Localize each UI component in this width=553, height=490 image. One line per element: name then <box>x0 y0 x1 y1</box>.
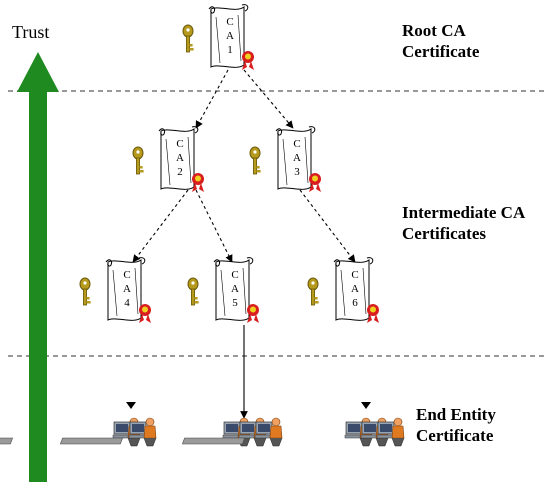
certificate-label-char: C <box>176 138 183 150</box>
seal-icon <box>192 173 204 192</box>
seal-icon <box>309 173 321 192</box>
key-icon <box>187 277 200 306</box>
tier-label-intermediate-line1: Intermediate CA <box>402 203 526 222</box>
cert-ca3: CA 3 <box>249 126 321 192</box>
person-icon <box>143 417 157 447</box>
certificate-label-char: 4 <box>124 297 130 309</box>
certificate-label-char: 3 <box>294 166 300 178</box>
chain-arrow-2 <box>243 69 294 129</box>
trust-label: Trust <box>12 22 50 42</box>
tier-label-root-line1: Root CA <box>402 21 466 40</box>
chain-arrow-4 <box>195 189 233 263</box>
trust-arrow-head <box>17 52 59 92</box>
person-icon <box>391 417 405 447</box>
certificate-label-char: C <box>231 269 238 281</box>
desk <box>181 437 245 445</box>
pointer-triangle <box>126 402 136 409</box>
cert-root: CA 1 <box>182 4 254 70</box>
certificate-label-char: 6 <box>352 297 358 309</box>
certificate-label-char: C <box>226 16 233 28</box>
cert-ca6: CA 6 <box>307 257 379 323</box>
key-icon <box>79 277 92 306</box>
seal-icon <box>139 304 151 323</box>
certificate-label-char: A <box>176 152 184 164</box>
certificate-label-char: 2 <box>177 166 183 178</box>
tier-label-intermediate: Intermediate CA Certificates <box>402 202 525 244</box>
trust-arrow-shaft <box>29 90 47 482</box>
tier-label-end-entity-line1: End Entity <box>416 405 496 424</box>
seal-icon <box>247 304 259 323</box>
seal-icon <box>242 51 254 70</box>
desk <box>59 437 123 445</box>
end-entity-1 <box>0 402 157 447</box>
certificate-label-char: 5 <box>232 297 238 309</box>
key-icon <box>307 277 320 306</box>
seal-icon <box>367 304 379 323</box>
certificate-label-char: 1 <box>227 44 233 56</box>
certificate-label-char: C <box>123 269 130 281</box>
tier-label-end-entity-line2: Certificate <box>416 426 494 445</box>
key-icon <box>249 146 262 175</box>
certificate-label-char: C <box>351 269 358 281</box>
certificate-label-char: A <box>231 283 239 295</box>
tier-label-root: Root CA Certificate <box>402 20 479 62</box>
tier-label-end-entity: End Entity Certificate <box>416 404 496 446</box>
chain-arrow-1 <box>195 69 229 129</box>
end-entity-2 <box>59 417 283 447</box>
cert-ca2: CA 2 <box>132 126 204 192</box>
end-entity-group <box>0 402 405 447</box>
end-entity-3 <box>181 402 405 447</box>
person-icon <box>269 417 283 447</box>
desk <box>0 437 13 445</box>
cert-ca4: CA 4 <box>79 257 151 323</box>
certificate-label-char: A <box>226 30 234 42</box>
tier-label-root-line2: Certificate <box>402 42 480 61</box>
certificate-label-char: A <box>293 152 301 164</box>
chain-arrow-3 <box>132 189 189 263</box>
certificate-chain-arrows <box>132 69 356 419</box>
certificate-label-char: C <box>293 138 300 150</box>
tier-label-intermediate-line2: Certificates <box>402 224 487 243</box>
trust-arrow <box>17 52 59 482</box>
key-icon <box>132 146 145 175</box>
certificate-label-char: A <box>123 283 131 295</box>
certificate-label-char: A <box>351 283 359 295</box>
chain-arrow-5 <box>299 189 356 263</box>
key-icon <box>182 24 195 53</box>
pointer-triangle <box>361 402 371 409</box>
cert-ca5: CA 5 <box>187 257 259 323</box>
